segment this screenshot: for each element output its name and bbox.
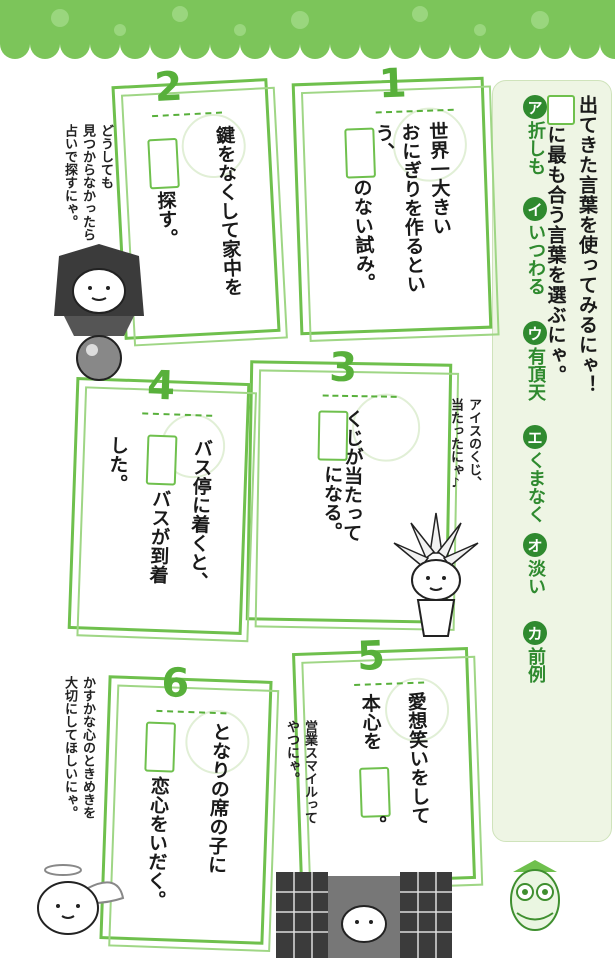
divider	[142, 412, 213, 417]
question-text-line1: バス停に着くと、	[186, 438, 214, 591]
choice-badge: イ	[523, 197, 547, 221]
note-line: 営業スマイルって	[302, 720, 317, 824]
question-number: 3	[328, 344, 358, 392]
choice-word: くまなく	[525, 451, 546, 523]
question-number: 2	[153, 63, 184, 111]
answer-blank[interactable]	[144, 721, 177, 773]
angel-cat-icon	[37, 864, 125, 935]
choice-badge: ウ	[523, 321, 547, 345]
cat-note-q2: どうしても 見つからなかったら 占いで探すにゃ。	[60, 124, 114, 314]
question-text-line2: 探す。	[154, 190, 179, 249]
question-text-line2: おにぎりを作るという、	[372, 121, 427, 294]
choice-word: 淡い	[525, 559, 546, 595]
choice-u[interactable]: ウ 有頂天	[501, 321, 569, 401]
question-number: 1	[377, 60, 408, 108]
answer-blank[interactable]	[359, 766, 391, 818]
owl-mascot-icon	[510, 860, 560, 931]
cat-note-q3: アイスのくじ、 当たったにゃ♪	[446, 398, 482, 548]
question-card-4: 4 バス停に着くと、 バスが到着 した。	[67, 363, 251, 635]
note-line: かすかな心のときめきを	[80, 676, 95, 819]
choice-word: 前例	[525, 647, 546, 683]
question-text-line2: バスが到着	[146, 488, 172, 585]
answer-blank[interactable]	[344, 127, 376, 179]
question-text-line3: した。	[105, 435, 130, 493]
choice-badge: カ	[523, 621, 547, 645]
instruction-text: 出てきた言葉を使ってみるにゃ！ に最も合う言葉を選ぶにゃ。	[544, 95, 600, 655]
choice-o[interactable]: オ 淡い	[501, 533, 569, 595]
instruction-line1: 出てきた言葉を使ってみるにゃ！	[576, 95, 598, 395]
note-line: アイスのくじ、	[466, 398, 481, 489]
note-line: 見つからなかったら	[80, 124, 95, 241]
shop-window-cat-icon	[276, 872, 452, 958]
note-line: やつにゃ。	[284, 720, 299, 785]
question-card-5: 5 愛想笑いをして 本心を 。	[292, 633, 476, 886]
choice-badge: エ	[523, 425, 547, 449]
choice-word: 折しも	[525, 121, 546, 175]
question-text-line3: 。	[364, 814, 388, 835]
choice-ka[interactable]: カ 前例	[501, 621, 569, 683]
cat-note-q6: かすかな心のときめきを 大切にしてほしいにゃ。	[60, 676, 96, 886]
choice-e[interactable]: エ くまなく	[501, 425, 569, 523]
answer-blank[interactable]	[145, 434, 178, 486]
header-band	[0, 0, 615, 59]
choice-a[interactable]: ア 折しも	[501, 95, 569, 175]
instruction-line2: に最も合う言葉を選ぶにゃ。	[544, 125, 567, 385]
feather-headdress-cat-icon	[393, 512, 479, 637]
divider	[322, 394, 397, 398]
answer-blank[interactable]	[317, 410, 349, 461]
choice-word: 有頂天	[525, 347, 546, 401]
question-text-line2: になる。	[320, 464, 344, 541]
answer-blank[interactable]	[147, 137, 180, 190]
note-line: どうしても	[98, 124, 113, 189]
question-number: 5	[356, 632, 386, 680]
choice-badge: ア	[523, 95, 547, 119]
instruction-panel: 出てきた言葉を使ってみるにゃ！ に最も合う言葉を選ぶにゃ。 ア 折しも イ いつ…	[492, 80, 612, 842]
note-line: 占いで探すにゃ。	[62, 124, 77, 228]
question-number: 6	[160, 660, 191, 708]
question-text-line3: のない試み。	[350, 177, 376, 293]
note-line: 当たったにゃ♪	[448, 398, 463, 491]
question-text-line2: 本心を	[358, 693, 383, 751]
choice-word: いつわる	[525, 223, 546, 295]
cat-note-q5: 営業スマイルって やつにゃ。	[282, 720, 318, 860]
instruction-blank-box	[547, 95, 575, 125]
question-text-line2: 恋心をいだく。	[143, 775, 171, 910]
question-card-1: 1 世界一大きい おにぎりを作るという、 のない試み。	[291, 60, 493, 336]
choice-badge: オ	[523, 533, 547, 557]
choice-i[interactable]: イ いつわる	[501, 197, 569, 295]
fortune-teller-cat-icon	[54, 244, 144, 381]
note-line: 大切にしてほしいにゃ。	[62, 676, 77, 819]
